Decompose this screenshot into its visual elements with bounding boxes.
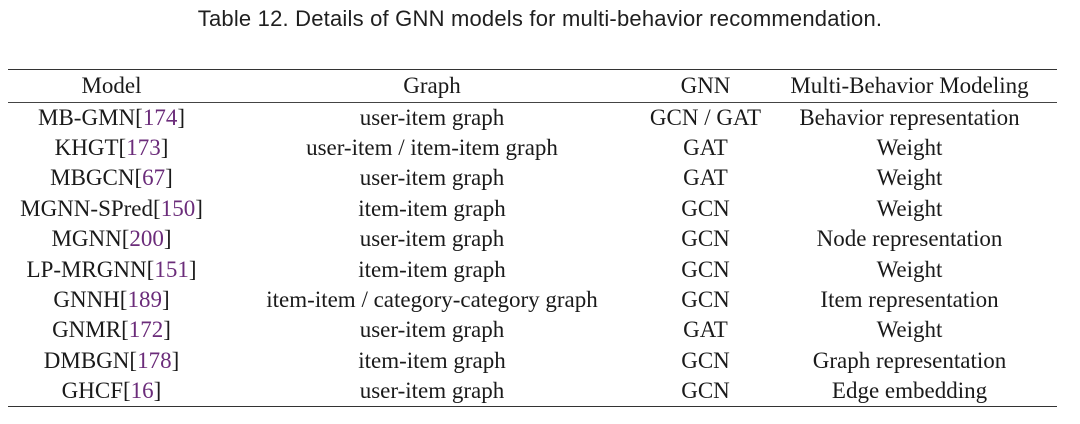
- cell-multi-behavior-modeling: Weight: [876, 317, 943, 343]
- column-header-multi-behavior-modeling: Multi-Behavior Modeling: [762, 69, 1057, 103]
- cell-graph: user-item / item-item graph: [306, 135, 558, 161]
- cell-multi-behavior-modeling: Behavior representation: [799, 104, 1020, 130]
- cell-gnn: GAT: [683, 135, 728, 161]
- cell-graph: item-item graph: [358, 195, 506, 221]
- citation-link[interactable]: 178: [137, 347, 172, 373]
- cell-graph: user-item graph: [359, 317, 505, 343]
- cell-model: LP-MRGNN[151]: [26, 256, 197, 282]
- cell-multi-behavior-modeling: Node representation: [816, 226, 1003, 252]
- column-header-gnn: GNN: [649, 69, 762, 103]
- cell-model: MGNN[200]: [51, 226, 172, 252]
- cell-graph: user-item graph: [215, 376, 649, 407]
- cell-model: GNMR[172]: [52, 317, 171, 343]
- citation-link[interactable]: 67: [142, 165, 166, 191]
- cell-gnn: GCN: [681, 287, 730, 313]
- cell-gnn: GCN / GAT: [649, 104, 762, 130]
- cell-gnn: GCN: [681, 347, 730, 373]
- model-name: LP-MRGNN: [26, 256, 147, 282]
- cell-multi-behavior-modeling: Edge embedding: [762, 376, 1057, 407]
- cell-multi-behavior-modeling: Weight: [876, 135, 943, 161]
- cell-gnn: GCN: [681, 226, 730, 252]
- model-name: MGNN: [51, 226, 122, 252]
- model-name: DMBGN: [43, 347, 130, 373]
- cell-multi-behavior-modeling: Graph representation: [812, 347, 1007, 373]
- model-name: MGNN-SPred: [20, 195, 154, 221]
- model-name: MB-GMN: [38, 104, 136, 130]
- cell-multi-behavior-modeling: Item representation: [820, 287, 999, 313]
- cell-graph: item-item graph: [358, 256, 506, 282]
- table-row: MGNN-SPred[150] item-item graph GCN Weight: [8, 194, 1057, 224]
- model-name: GNNH: [53, 287, 120, 313]
- cell-model: MGNN-SPred[150]: [20, 195, 203, 221]
- citation-link[interactable]: 173: [126, 135, 161, 161]
- cell-gnn: GCN: [681, 195, 730, 221]
- gnn-models-table: Model Graph GNN Multi-Behavior Modeling …: [8, 69, 1057, 407]
- cell-model: MB-GMN[174]: [38, 104, 185, 130]
- table-body: MB-GMN[174] user-item graph GCN / GAT Behav…: [8, 103, 1057, 407]
- cell-model: KHGT[173]: [54, 135, 169, 161]
- table-row: GNMR[172] user-item graph GAT Weight: [8, 315, 1057, 345]
- cell-gnn: GAT: [683, 317, 728, 343]
- cell-model: MBGCN[67]: [50, 165, 173, 191]
- column-header-graph: Graph: [215, 69, 649, 103]
- model-name: KHGT: [54, 135, 119, 161]
- table-caption: Table 12. Details of GNN models for mult…: [197, 6, 883, 31]
- table-header-row: Model Graph GNN Multi-Behavior Modeling: [8, 69, 1057, 103]
- cell-graph: item-item / category-category graph: [266, 287, 598, 313]
- cell-graph: user-item graph: [359, 226, 505, 252]
- citation-link[interactable]: 172: [128, 317, 164, 343]
- cell-graph: user-item graph: [359, 104, 505, 130]
- citation-link[interactable]: 200: [129, 226, 164, 252]
- citation-link[interactable]: 174: [142, 104, 178, 130]
- table-row: MBGCN[67] user-item graph GAT Weight: [8, 163, 1057, 193]
- cell-model: GHCF[16]: [8, 376, 215, 407]
- citation-link[interactable]: 151: [154, 256, 189, 282]
- cell-gnn: GCN: [649, 376, 762, 407]
- cell-model: GNNH[189]: [53, 287, 170, 313]
- table-row: GNNH[189] item-item / category-category g…: [8, 285, 1057, 315]
- column-header-model: Model: [8, 69, 215, 103]
- cell-multi-behavior-modeling: Weight: [876, 195, 943, 221]
- model-name: GNMR: [52, 317, 122, 343]
- table-row: MB-GMN[174] user-item graph GCN / GAT Behav…: [8, 103, 1057, 133]
- citation-link[interactable]: 150: [160, 195, 196, 221]
- table-row: DMBGN[178] item-item graph GCN Graph repres…: [8, 346, 1057, 376]
- model-name: GHCF: [61, 377, 123, 403]
- citation-link[interactable]: 16: [130, 377, 154, 403]
- cell-multi-behavior-modeling: Weight: [876, 256, 943, 282]
- table-row: LP-MRGNN[151] item-item graph GCN Weight: [8, 254, 1057, 284]
- cell-multi-behavior-modeling: Weight: [876, 165, 943, 191]
- cell-graph: item-item graph: [358, 347, 506, 373]
- citation-link[interactable]: 189: [127, 287, 162, 313]
- cell-gnn: GCN: [681, 256, 730, 282]
- cell-gnn: GAT: [683, 165, 728, 191]
- table-row: KHGT[173] user-item / item-item graph GAT W…: [8, 133, 1057, 163]
- cell-model: DMBGN[178]: [43, 347, 180, 373]
- table-row: MGNN[200] user-item graph GCN Node represen…: [8, 224, 1057, 254]
- cell-graph: user-item graph: [359, 165, 505, 191]
- model-name: MBGCN: [50, 165, 135, 191]
